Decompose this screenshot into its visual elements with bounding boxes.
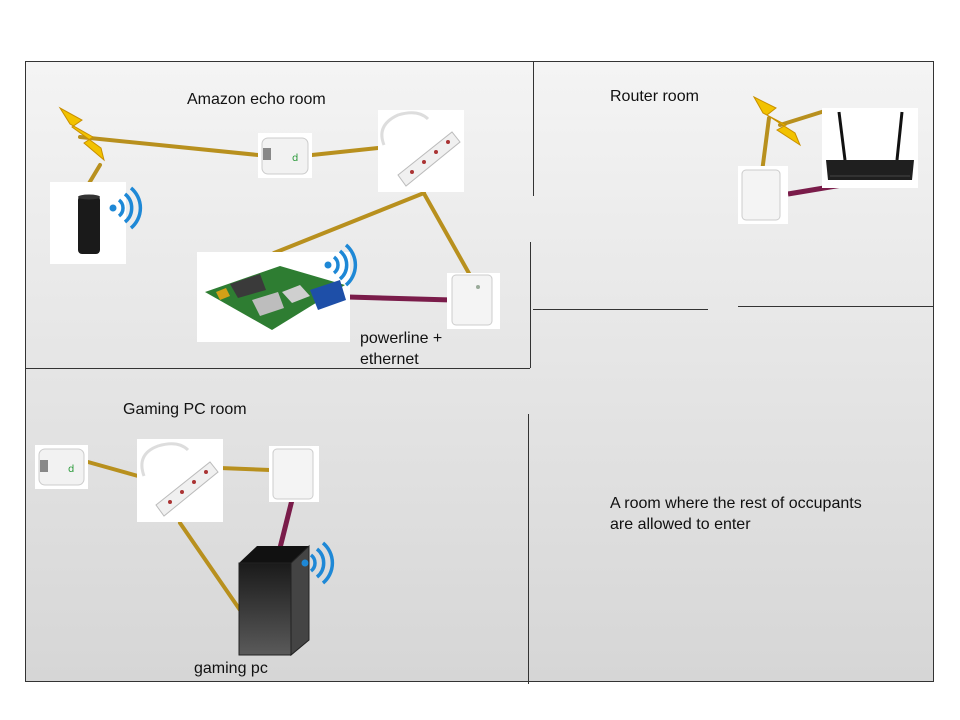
room-label-router: Router room: [610, 88, 699, 105]
raspberry-pi-icon: [197, 252, 350, 342]
gaming-pc-label: gaming pc: [194, 660, 268, 677]
powerline-adapter-icon: [738, 166, 788, 224]
powerline-adapter-icon: [447, 273, 500, 329]
power-wire: [86, 460, 140, 478]
wall-echo-bottom: [25, 368, 530, 369]
lightning-icon: [58, 106, 105, 162]
room-label-echo: Amazon echo room: [187, 91, 326, 108]
smart-plug-icon: d: [258, 133, 312, 178]
power-wire: [420, 188, 477, 286]
floor-plan: [25, 61, 934, 682]
room-label-other: A room where the rest of occupants are a…: [610, 495, 862, 533]
wifi-icon: [301, 541, 335, 585]
wifi-icon: [109, 186, 143, 230]
power-strip-icon: [137, 439, 223, 522]
svg-text:d: d: [292, 153, 298, 164]
amazon-echo-icon: [50, 182, 126, 264]
power-wires: [78, 108, 830, 612]
gaming-pc-icon: [238, 544, 310, 657]
wall-vertical-top-lower: [530, 242, 531, 368]
power-strip-icon: [378, 110, 464, 192]
wifi-icon: [324, 243, 358, 287]
powerline-ethernet-label: powerline + ethernet: [360, 330, 443, 368]
power-wire: [78, 135, 260, 157]
svg-text:d: d: [68, 464, 74, 475]
powerline-adapter-icon: [269, 446, 319, 502]
wall-vertical-bottom: [528, 414, 529, 684]
power-wire: [272, 191, 426, 255]
smart-plug-icon: d: [35, 445, 88, 489]
wall-router-bottom-left: [533, 309, 708, 310]
room-label-gaming: Gaming PC room: [123, 401, 247, 418]
power-wire: [218, 466, 272, 472]
power-wire: [178, 521, 242, 612]
wall-router-bottom-right: [738, 306, 934, 307]
router-icon: [822, 108, 918, 188]
power-wire: [760, 116, 771, 174]
power-wire: [310, 146, 380, 157]
lightning-icon: [752, 95, 802, 147]
ethernet-wire: [277, 499, 295, 549]
power-wire: [86, 163, 102, 187]
power-wire: [778, 108, 830, 127]
ethernet-wire: [347, 294, 453, 303]
wall-vertical-top-upper: [533, 61, 534, 196]
